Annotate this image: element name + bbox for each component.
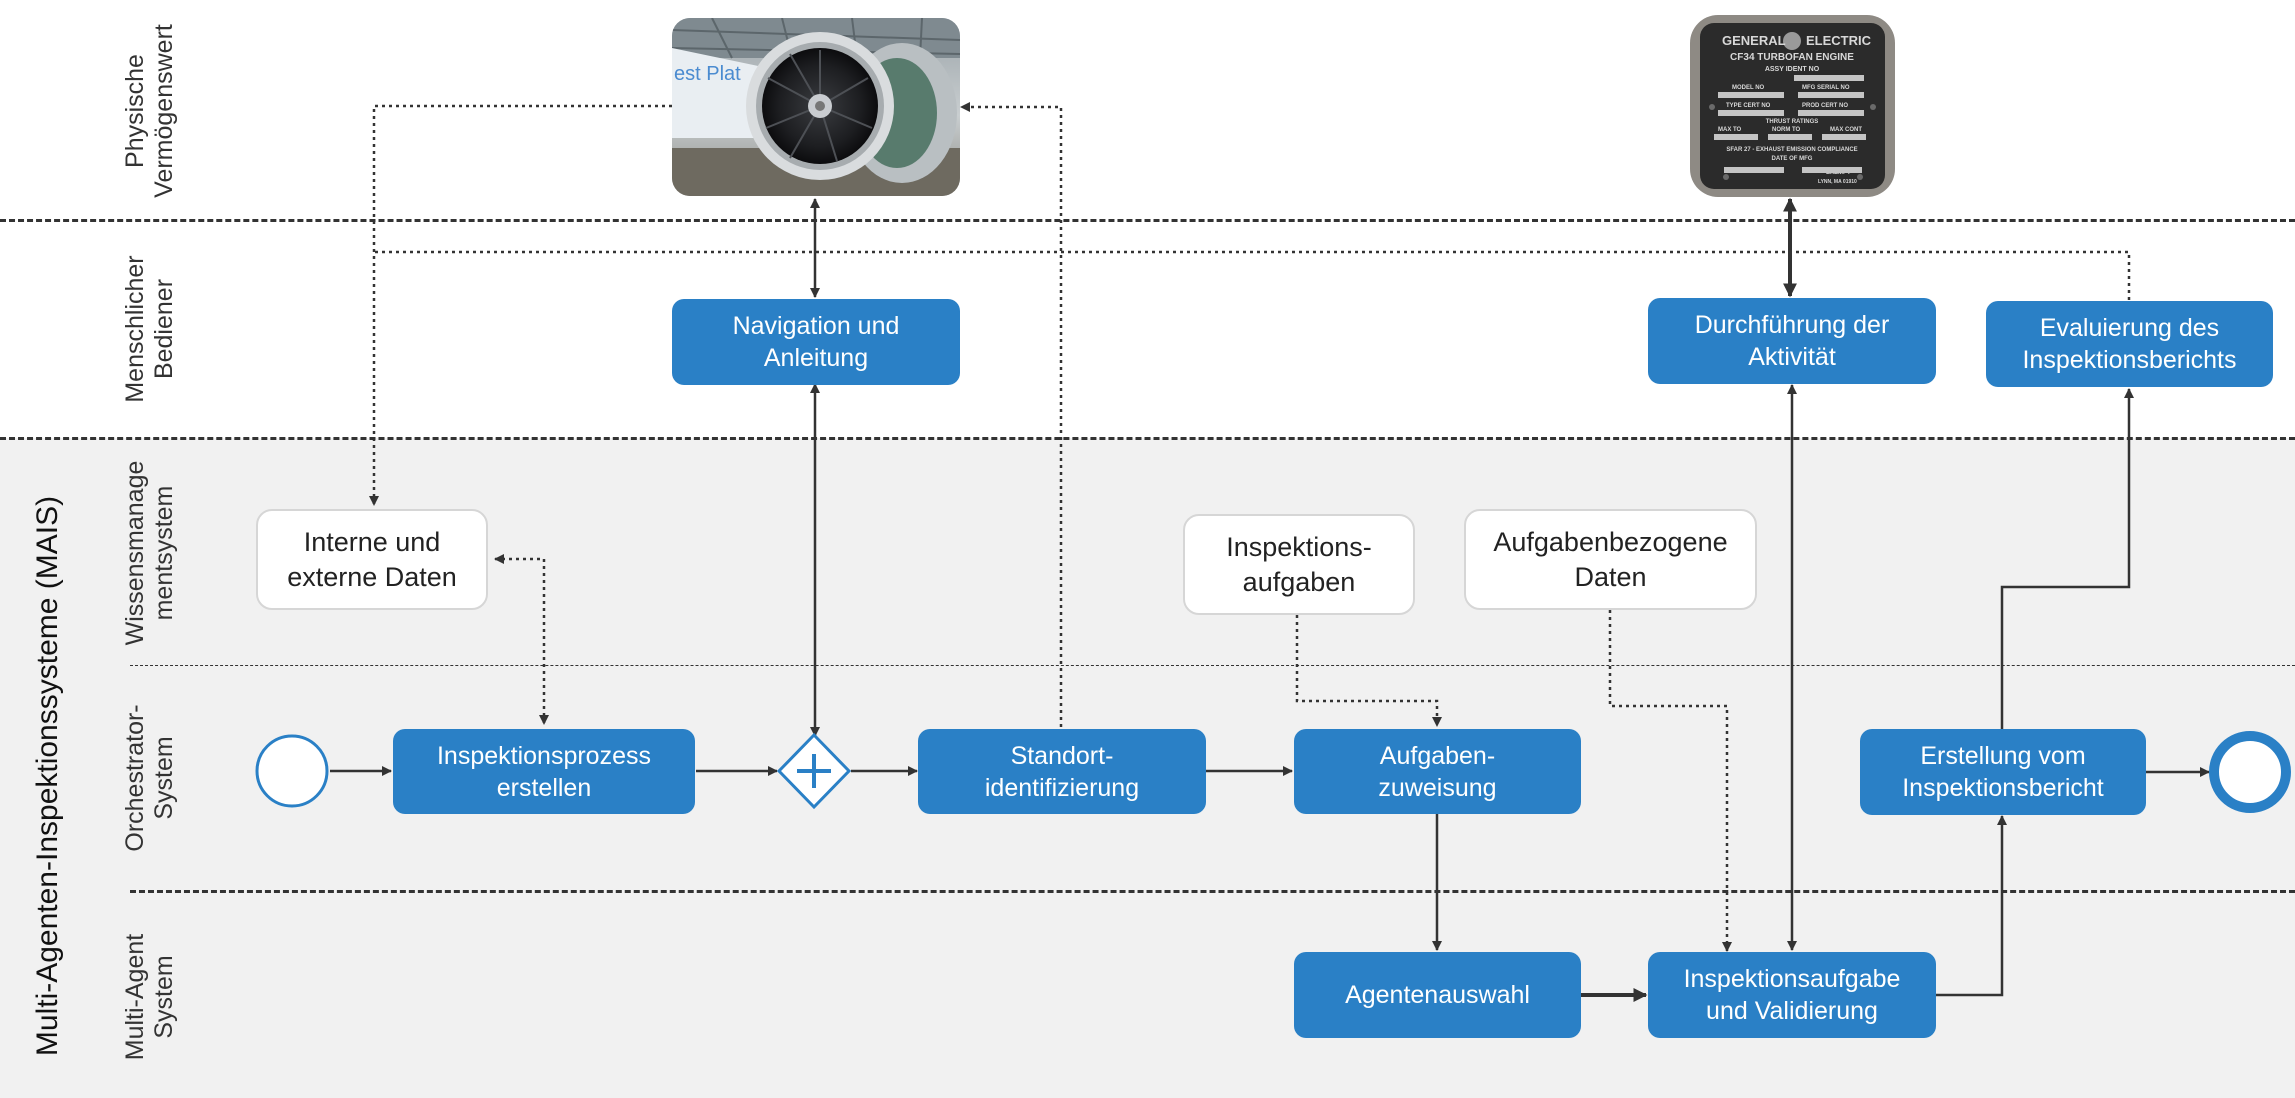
engine-photo: est Plat: [672, 18, 960, 196]
start-event: [255, 734, 329, 808]
nameplate-norm-to: NORM TO: [1772, 127, 1801, 133]
task-report[interactable]: Erstellung vom Inspektionsbericht: [1860, 729, 2146, 815]
task-navigation[interactable]: Navigation und Anleitung: [672, 299, 960, 385]
nameplate-brand-right: ELECTRIC: [1806, 33, 1872, 48]
engine-nameplate: GENERAL ELECTRIC CF34 TURBOFAN ENGINE AS…: [1690, 15, 1895, 197]
data-internal-external: Interne und externe Daten: [256, 509, 488, 610]
ge-logo-icon: [1783, 32, 1801, 50]
data-inspection-tasks: Inspektions- aufgaben: [1183, 514, 1415, 615]
dotted-flow-taskdata-validation: [1608, 610, 1732, 952]
nameplate-model: CF34 TURBOFAN ENGINE: [1730, 52, 1854, 63]
parallel-gateway: [776, 732, 852, 810]
nameplate-max-cont: MAX CONT: [1830, 127, 1862, 133]
photo-fuselage-text: est Plat: [674, 63, 741, 85]
flow-report-evaluation: [2000, 388, 2134, 729]
nameplate-brand-left: GENERAL: [1722, 33, 1786, 48]
nameplate-prod-cert: PROD CERT NO: [1802, 103, 1848, 109]
nameplate-model-no: MODEL NO: [1732, 85, 1765, 91]
dotted-flow-data-process: [494, 554, 549, 725]
task-location[interactable]: Standort- identifizierung: [918, 729, 1206, 814]
task-evaluation[interactable]: Evaluierung des Inspektionsberichts: [1986, 301, 2273, 387]
task-agent-selection[interactable]: Agentenauswahl: [1294, 952, 1581, 1038]
dotted-flow-location-engine: [960, 102, 1063, 727]
task-assignment[interactable]: Aufgaben- zuweisung: [1294, 729, 1581, 814]
task-execution[interactable]: Durchführung der Aktivität: [1648, 298, 1936, 384]
lane-separator: [130, 665, 2295, 666]
nameplate-max-to: MAX TO: [1718, 127, 1742, 133]
nameplate-type-cert: TYPE CERT NO: [1726, 103, 1771, 109]
flow-validation-report: [1936, 815, 2007, 997]
data-task-related: Aufgabenbezogene Daten: [1464, 509, 1757, 610]
lane-separator: [130, 890, 2295, 893]
nameplate-location: LYNN, MA 01910: [1818, 179, 1857, 185]
nameplate-thrust: THRUST RATINGS: [1766, 119, 1819, 125]
nameplate-mfg-serial: MFG SERIAL NO: [1802, 85, 1850, 91]
nameplate-emission: SFAR 27 - EXHAUST EMISSION COMPLIANCE: [1726, 147, 1857, 153]
nameplate-ident: ASSY IDENT NO: [1765, 66, 1820, 73]
engine-illustration: est Plat: [672, 18, 960, 196]
task-create-process[interactable]: Inspektionsprozess erstellen: [393, 729, 695, 814]
end-event: [2209, 731, 2291, 813]
lane-separator: [0, 219, 2295, 222]
lane-separator: [0, 437, 2295, 440]
task-inspection-validation[interactable]: Inspektionsaufgabe und Validierung: [1648, 952, 1936, 1038]
nameplate-date: DATE OF MFG: [1772, 156, 1813, 162]
dotted-flow-engine-data: [369, 104, 672, 506]
dotted-flow-evaluation-feedback: [374, 250, 2131, 300]
dotted-flow-tasks-assignment: [1295, 615, 1442, 727]
